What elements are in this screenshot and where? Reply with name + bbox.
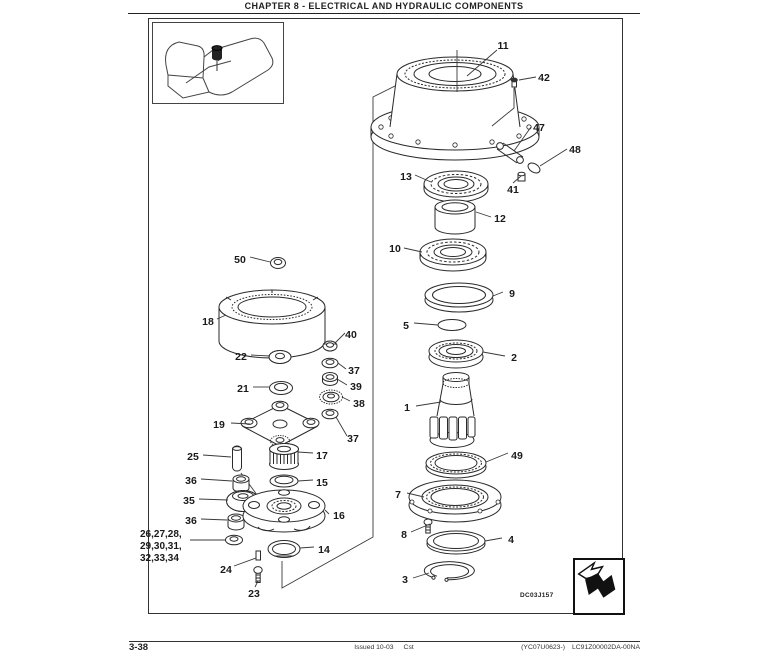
part-carrier-plate-19: [240, 400, 320, 447]
part-bushing-36a: [232, 474, 250, 493]
callout-49: 49: [511, 450, 523, 462]
callout-10: 10: [389, 243, 401, 255]
part-plug-41: [517, 171, 526, 182]
callout-group-32-34: 32,33,34: [140, 553, 179, 564]
callout-47: 47: [533, 122, 545, 134]
callout-16: 16: [333, 510, 345, 522]
part-shaft-1: [429, 372, 476, 448]
footer-doc-code-right: LC91Z00002DA-00NA: [571, 644, 640, 651]
arrow-logo-icon: [577, 560, 616, 598]
callout-labels: 11 42 47 48 41 13 12 10 9 5 2 1 49 7 8 4…: [140, 40, 581, 600]
part-seal-2: [428, 339, 484, 369]
callout-36b: 36: [185, 515, 197, 527]
callout-5: 5: [403, 320, 409, 332]
callout-19: 19: [213, 419, 225, 431]
machine-location-inset: [152, 22, 284, 104]
callout-1: 1: [404, 402, 410, 414]
part-snap-ring-3: [423, 561, 475, 582]
part-grommet-50: [270, 257, 286, 269]
footer-revision: Cst: [403, 644, 414, 651]
callout-8: 8: [401, 529, 407, 541]
part-bolt-23: [253, 566, 263, 583]
part-ring-4: [426, 530, 486, 555]
callout-11: 11: [497, 40, 508, 52]
callout-group-26-28: 26,27,28,: [140, 529, 182, 540]
footer-doc-code-left: (YC07U0623-): [521, 644, 565, 651]
callout-24: 24: [220, 564, 232, 576]
part-ring-21: [269, 381, 293, 395]
part-pin-47: [496, 142, 524, 164]
callout-42: 42: [538, 72, 550, 84]
callout-41: 41: [507, 184, 519, 196]
callout-15: 15: [316, 477, 328, 489]
callout-2: 2: [511, 352, 517, 364]
callout-12: 12: [494, 213, 506, 225]
callout-21: 21: [237, 383, 249, 395]
part-housing-7: [408, 479, 502, 523]
callout-36a: 36: [185, 475, 197, 487]
part-gear-38: [319, 389, 343, 405]
callout-3: 3: [402, 574, 408, 586]
part-bolt-42: [491, 77, 518, 127]
part-pin-25: [232, 445, 242, 472]
callout-37b: 37: [347, 433, 359, 445]
part-washer-22: [268, 350, 292, 364]
footer-rule: [129, 641, 640, 642]
swing-motor-highlight: [211, 45, 223, 71]
figure-frame: [148, 18, 623, 614]
footer-doc-codes: (YC07U0623-) LC91Z00002DA-00NA: [430, 644, 640, 651]
part-washer-37a: [321, 357, 339, 369]
callout-37a: 37: [348, 365, 360, 377]
part-bolt-8: [423, 518, 433, 534]
machine-drawing: [165, 37, 274, 99]
callout-39: 39: [350, 381, 362, 393]
footer-page-number: 3-38: [129, 642, 149, 653]
callout-18: 18: [202, 316, 214, 328]
callout-group-29-31: 29,30,31,: [140, 541, 182, 552]
part-ring-9: [424, 282, 494, 313]
leader-lines: [190, 49, 568, 588]
part-bearing-10: [419, 238, 487, 272]
part-carrier-housing-16: [242, 489, 326, 533]
part-gear-17: [269, 443, 299, 470]
part-oring-5: [437, 319, 467, 331]
callout-4: 4: [508, 534, 514, 546]
part-nut-40: [322, 340, 338, 352]
callout-23: 23: [248, 588, 260, 600]
callout-40: 40: [345, 329, 357, 341]
callout-35: 35: [183, 495, 195, 507]
footer-issued: Issued 10-03 Cst: [299, 644, 469, 651]
callout-7: 7: [395, 489, 401, 501]
callout-48: 48: [569, 144, 581, 156]
part-motor-housing-11: [370, 50, 540, 161]
part-bushing-36b: [227, 513, 245, 531]
footer-issued-date: Issued 10-03: [354, 644, 394, 651]
callout-50: 50: [234, 254, 246, 266]
part-shims-26-34: [225, 534, 243, 546]
part-clip-48: [527, 162, 541, 174]
callout-22: 22: [235, 351, 247, 363]
callout-38: 38: [353, 398, 365, 410]
part-pin-24: [255, 550, 261, 561]
callout-25: 25: [187, 451, 199, 463]
callout-9: 9: [509, 288, 515, 300]
part-bearing-13: [423, 170, 489, 203]
callout-17: 17: [316, 450, 328, 462]
logo-box: [573, 558, 625, 615]
callout-14: 14: [318, 544, 330, 556]
part-ring-gear-18: [218, 289, 326, 359]
part-spacer-12: [434, 199, 476, 235]
part-washer-37b: [321, 408, 339, 420]
part-ring-15: [269, 474, 299, 488]
callout-13: 13: [400, 171, 412, 183]
part-ring-49: [425, 451, 487, 479]
header-rule: [128, 13, 640, 14]
part-seal-14: [267, 540, 301, 558]
part-bushing-39: [322, 372, 338, 386]
chapter-header: CHAPTER 8 - ELECTRICAL AND HYDRAULIC COM…: [244, 1, 524, 11]
figure-code: DC03J157: [520, 592, 554, 599]
